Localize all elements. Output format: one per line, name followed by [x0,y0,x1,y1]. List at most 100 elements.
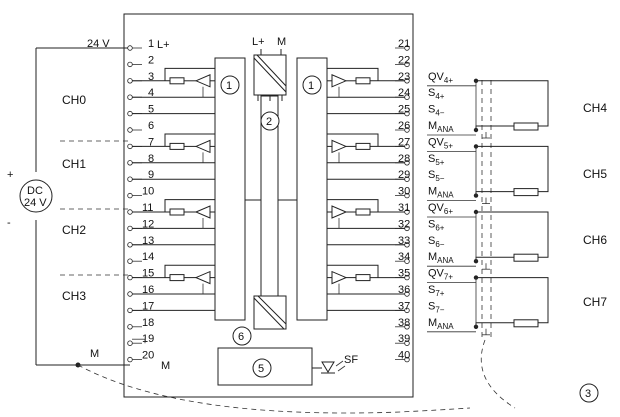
terminal-number: 39 [398,333,410,345]
channel-label-ch4: CH4 [583,101,607,115]
terminal-number: 23 [398,71,410,83]
channel-label-ch2: CH2 [62,223,86,237]
converter-m-label: M [277,36,286,48]
terminal-number: 36 [398,284,410,296]
load-resistor [513,188,539,197]
terminal-number: 31 [398,202,410,214]
left-output-circuit [132,67,215,115]
terminal-number: 14 [142,251,154,263]
terminal-number: 9 [148,169,154,181]
terminal-number: 4 [148,87,154,99]
terminal-18 [127,324,133,330]
signal-label: S7− [428,300,445,314]
module-lplus-label: L+ [157,39,170,51]
field-load-circuit [427,78,549,139]
channel-label-ch1: CH1 [62,157,86,171]
terminal-number: 10 [142,186,154,198]
converter-lplus-label: L+ [252,36,265,48]
dc-minus-label: - [7,217,11,229]
terminal-number: 25 [398,104,410,116]
load-resistor [513,319,539,328]
marker-1-left [220,75,240,95]
terminal-19 [127,340,133,346]
signal-label: MANA [428,251,454,265]
dc-supply-icon [19,179,53,213]
terminal-8 [127,160,133,166]
terminal-number: 22 [398,54,410,66]
terminal-number: 33 [398,235,410,247]
signal-label: QV4+ [428,71,453,85]
right-output-circuit [327,67,405,115]
terminal-number: 12 [142,218,154,230]
signal-label: S6+ [428,218,445,232]
signal-label: S4− [428,104,445,118]
terminal-15 [127,274,133,281]
terminal-number: 2 [148,54,154,66]
signal-label: QV7+ [428,268,453,282]
marker-3 [579,383,599,403]
terminal-11 [127,209,133,215]
left-output-circuit [132,199,215,246]
terminal-14 [127,258,133,264]
field-load-circuit [427,275,549,336]
dc-label: DC [27,185,43,197]
signal-label: MANA [428,120,454,134]
terminal-number: 13 [142,235,154,247]
terminal-number: 21 [398,38,410,50]
terminal-number: 11 [142,202,153,214]
supply-voltage-label: 24 V [87,38,110,50]
right-output-circuit [327,264,405,311]
sf-led-icon [321,360,346,374]
field-load-circuit [427,144,549,205]
channel-label-ch6: CH6 [583,233,607,247]
signal-label: S4+ [428,87,445,101]
channel-label-ch3: CH3 [62,289,86,303]
terminal-6 [127,127,133,133]
terminal-number: 17 [142,300,154,312]
terminal-17 [127,307,133,314]
terminal-13 [127,242,133,248]
terminal-16 [127,291,133,297]
signal-label: MANA [428,186,454,200]
terminal-number: 15 [142,268,154,280]
terminal-number: 5 [148,104,154,116]
terminal-number: 38 [398,317,410,329]
terminal-number: 20 [142,350,154,362]
supply-m-label: M [90,348,99,360]
right-internal-bus [296,57,328,321]
marker-6 [232,326,252,346]
terminal-2 [127,61,133,68]
signal-label: S7+ [428,284,445,298]
marker-5 [252,358,272,378]
terminal-number: 35 [398,268,410,280]
terminal-number: 3 [148,71,154,83]
terminal-number: 26 [398,120,410,132]
terminal-number: 16 [142,284,154,296]
signal-label: S6− [428,235,445,249]
terminal-number: 40 [398,350,410,362]
sf-label: SF [344,354,358,366]
field-load-circuit [427,209,549,270]
signal-label: QV5+ [428,136,453,150]
marker-3-label: 3 [585,388,591,400]
terminal-9 [127,176,133,182]
terminal-20 [127,356,133,363]
channel-label-ch5: CH5 [583,167,607,181]
left-internal-bus [214,57,246,321]
left-output-circuit [132,264,215,311]
marker-1-left-label: 1 [226,80,232,92]
terminal-number: 30 [398,186,410,198]
module-m-label: M [161,360,170,372]
dc-plus-label: + [7,169,13,181]
terminal-number: 8 [148,153,154,165]
right-output-circuit [327,133,405,180]
terminal-10 [127,192,133,199]
terminal-number: 6 [148,120,154,132]
terminal-number: 28 [398,153,410,165]
marker-2 [260,111,280,131]
terminal-number: 24 [398,87,410,99]
terminal-4 [127,94,133,100]
channel-label-ch7: CH7 [583,295,607,309]
